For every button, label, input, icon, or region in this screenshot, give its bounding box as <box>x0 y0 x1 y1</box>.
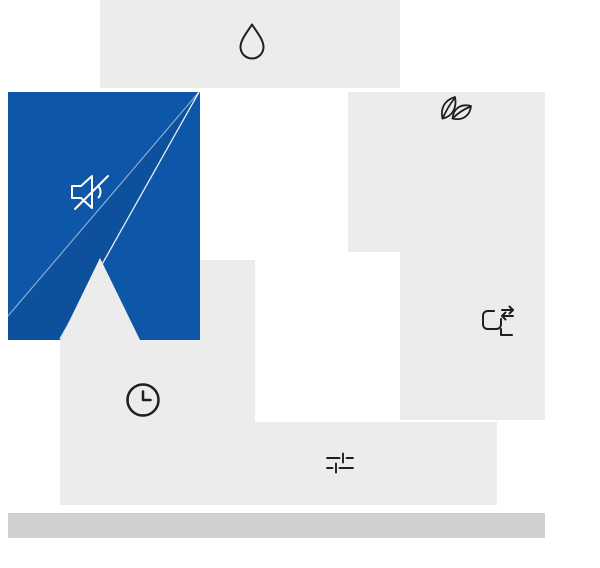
bottom-bar <box>8 513 545 538</box>
plug-swap-icon <box>478 303 516 341</box>
sliders-icon <box>325 450 355 476</box>
water-drop-icon <box>237 22 267 62</box>
tile-settings[interactable] <box>200 422 497 505</box>
tile-connector[interactable] <box>400 150 545 420</box>
clock-icon <box>124 381 162 419</box>
tile-water[interactable] <box>100 0 400 88</box>
speaker-mute-icon <box>67 170 115 214</box>
leaf-icon <box>438 94 474 130</box>
